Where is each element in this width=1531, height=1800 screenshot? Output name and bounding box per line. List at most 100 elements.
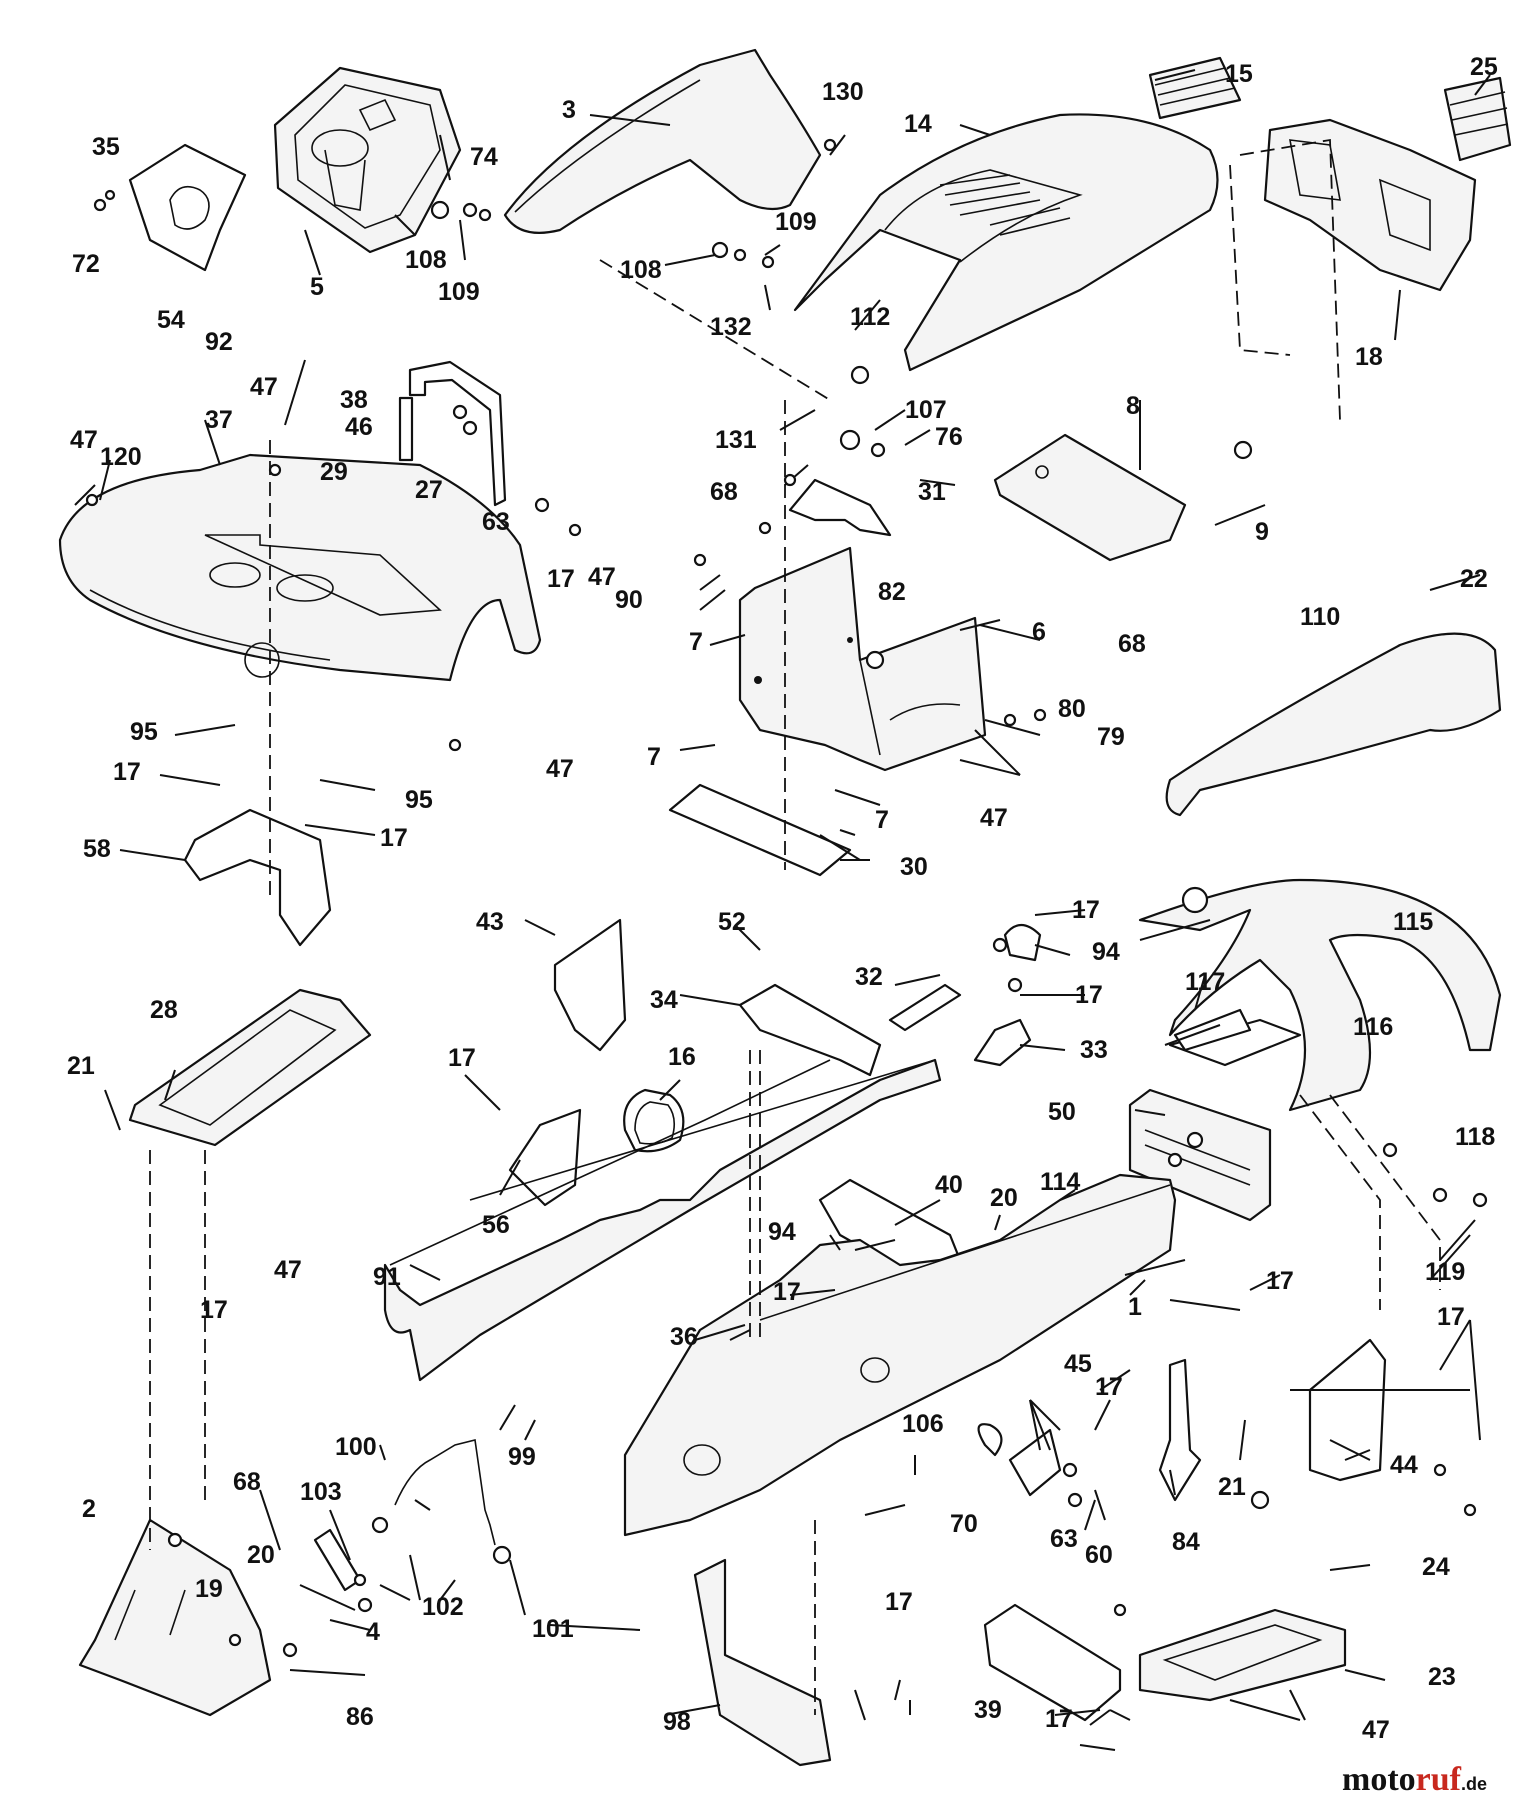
callout-29: 29 — [320, 458, 348, 486]
callout-80: 80 — [1058, 695, 1086, 723]
callout-116: 116 — [1353, 1013, 1393, 1041]
callout-47g: 47 — [1362, 1716, 1390, 1744]
callout-100: 100 — [335, 1433, 377, 1461]
callout-8: 8 — [1126, 392, 1140, 420]
callout-114: 114 — [1040, 1168, 1080, 1196]
callout-17: 17 — [547, 565, 575, 593]
callout-6: 6 — [1032, 618, 1046, 646]
callout-47f: 47 — [274, 1256, 302, 1284]
callout-17e: 17 — [1075, 981, 1103, 1009]
callout-90: 90 — [615, 586, 643, 614]
callout-3: 3 — [562, 96, 576, 124]
callout-120: 120 — [100, 443, 142, 471]
callout-32: 32 — [855, 963, 883, 991]
callout-7c: 7 — [875, 806, 889, 834]
callout-107: 107 — [905, 396, 947, 424]
part-22-front-bumper — [1165, 632, 1502, 817]
part-70-hitch-pin — [977, 1423, 1003, 1457]
callout-24: 24 — [1422, 1553, 1450, 1581]
part-39-bracket — [983, 1603, 1122, 1722]
part-56-bracket — [508, 1108, 582, 1207]
callout-47: 47 — [250, 373, 278, 401]
callout-7: 7 — [689, 628, 703, 656]
callout-40: 40 — [935, 1171, 963, 1199]
part-99-lift-rod — [394, 1439, 496, 1546]
part-18-grille-housing — [1263, 118, 1477, 292]
part-103-clip — [313, 1528, 362, 1592]
callout-92: 92 — [205, 328, 233, 356]
callout-43: 43 — [476, 908, 504, 936]
watermark-part-c: .de — [1461, 1774, 1487, 1794]
callout-56: 56 — [482, 1211, 510, 1239]
part-58-bracket — [183, 808, 332, 947]
callout-63: 63 — [482, 508, 510, 536]
callout-17m: 17 — [1045, 1705, 1073, 1733]
callout-21b: 21 — [1218, 1473, 1246, 1501]
callout-131: 131 — [715, 426, 757, 454]
callout-110: 110 — [1300, 603, 1340, 631]
watermark-part-b: ruf — [1416, 1761, 1462, 1798]
callout-117: 117 — [1185, 968, 1225, 996]
part-15-grille — [1148, 56, 1242, 120]
callout-25: 25 — [1470, 53, 1498, 81]
callout-14: 14 — [904, 110, 932, 138]
callout-70: 70 — [950, 1510, 978, 1538]
part-14-hood — [793, 113, 1219, 372]
callout-17i: 17 — [1266, 1267, 1294, 1295]
callout-17g: 17 — [200, 1296, 228, 1324]
callout-20b: 20 — [990, 1184, 1018, 1212]
callout-95: 95 — [130, 718, 158, 746]
callout-74: 74 — [470, 143, 498, 171]
callout-21: 21 — [67, 1052, 95, 1080]
callout-58: 58 — [83, 835, 111, 863]
leader-lines — [74, 69, 1491, 1751]
part-33-bracket — [973, 1018, 1032, 1067]
part-98-guard — [693, 1558, 832, 1767]
part-30-plate — [668, 783, 852, 877]
callout-76: 76 — [935, 423, 963, 451]
callout-54: 54 — [157, 306, 185, 334]
callout-68c: 68 — [233, 1468, 261, 1496]
callout-17b: 17 — [113, 758, 141, 786]
callout-labels: 1 2 3 4 5 6 7 7 7 8 9 14 15 16 17 17 17 … — [67, 53, 1498, 1744]
callout-118: 118 — [1455, 1123, 1495, 1151]
part-24-step-plate — [1138, 1608, 1347, 1702]
part-3-steering-cover — [503, 48, 822, 234]
callout-38: 38 — [340, 386, 368, 414]
part-5-dash-console — [273, 66, 462, 254]
callout-44: 44 — [1390, 1451, 1418, 1479]
callout-94: 94 — [1092, 938, 1120, 966]
callout-109b: 109 — [775, 208, 817, 236]
callout-16: 16 — [668, 1043, 696, 1071]
part-1-main-frame — [623, 1173, 1177, 1537]
callout-130: 130 — [822, 78, 864, 106]
callout-1: 1 — [1128, 1293, 1142, 1321]
callout-30: 30 — [900, 853, 928, 881]
part-94-clip — [1003, 923, 1042, 962]
callout-103: 103 — [300, 1478, 342, 1506]
callout-99: 99 — [508, 1443, 536, 1471]
callout-91: 91 — [373, 1263, 401, 1291]
part-92-plate — [128, 143, 247, 272]
callout-28: 28 — [150, 996, 178, 1024]
callout-7b: 7 — [647, 743, 661, 771]
part-43-bracket — [553, 918, 627, 1052]
callout-108b: 108 — [620, 256, 662, 284]
part-31-bracket — [788, 478, 892, 537]
callout-45: 45 — [1064, 1350, 1092, 1378]
callout-15: 15 — [1225, 60, 1253, 88]
callout-101: 101 — [532, 1615, 574, 1643]
callout-4: 4 — [366, 1618, 380, 1646]
part-6-dash-panel — [738, 546, 987, 772]
callout-17k: 17 — [1095, 1373, 1123, 1401]
callout-94b: 94 — [768, 1218, 796, 1246]
callout-60: 60 — [1085, 1541, 1113, 1569]
callout-17h: 17 — [773, 1278, 801, 1306]
callout-132: 132 — [710, 313, 752, 341]
assembly-lines — [149, 138, 1441, 1715]
callout-23: 23 — [1428, 1663, 1456, 1691]
part-91-frame-rail — [383, 1058, 942, 1382]
callout-102: 102 — [422, 1593, 464, 1621]
fasteners — [85, 138, 1488, 1658]
callout-35: 35 — [92, 133, 120, 161]
